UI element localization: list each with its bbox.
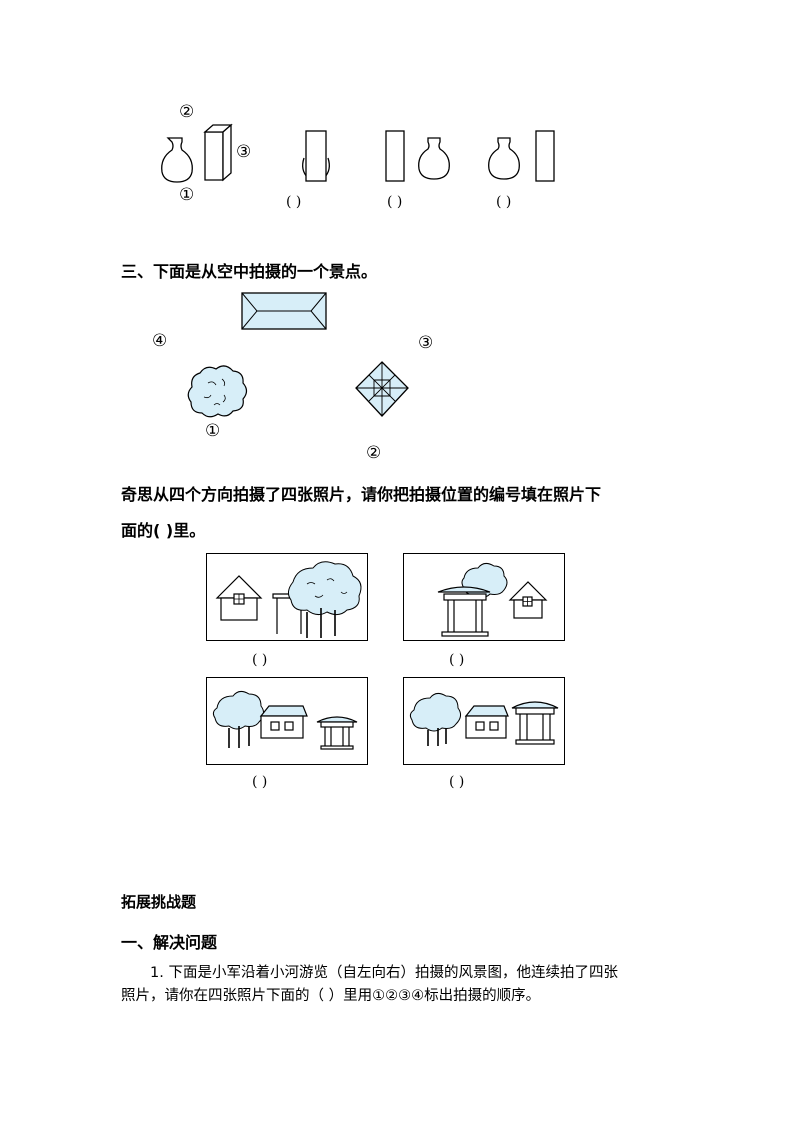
photo-2-answer[interactable]: ( ) — [449, 652, 465, 668]
map-label-4: ④ — [152, 331, 168, 351]
pavilion-icon — [511, 701, 559, 745]
house-icon — [464, 705, 509, 739]
map-label-1: ① — [205, 421, 221, 441]
house-icon — [508, 581, 548, 619]
trees-icon — [287, 561, 362, 638]
photo-1 — [206, 553, 368, 641]
house-roof-top-view — [241, 292, 327, 330]
photo-3-answer[interactable]: ( ) — [252, 774, 268, 790]
vase-and-box-layout — [161, 123, 233, 183]
trees-icon — [409, 692, 462, 746]
label-position-2: ② — [179, 102, 195, 122]
tree-top-view — [187, 365, 248, 418]
pavilion-top-view — [355, 361, 409, 417]
box-icon — [203, 123, 233, 182]
answer-blank-2[interactable]: ( ) — [387, 194, 403, 210]
section3-heading: 三、下面是从空中拍摄的一个景点。 — [121, 262, 378, 281]
house-icon — [259, 705, 308, 739]
photo-4-answer[interactable]: ( ) — [449, 774, 465, 790]
vase-icon — [161, 137, 193, 183]
pavilion-icon — [316, 716, 358, 750]
extension-subheading: 一、解决问题 — [121, 933, 218, 952]
trees-icon — [212, 690, 265, 748]
photo-4 — [403, 677, 565, 765]
instruction-line-2: 面的( )里。 — [121, 521, 206, 540]
map-label-3: ③ — [418, 333, 434, 353]
map-label-2: ② — [366, 443, 382, 463]
photo-1-answer[interactable]: ( ) — [252, 652, 268, 668]
label-position-3: ③ — [236, 142, 252, 162]
house-icon — [215, 575, 263, 621]
view-vase-box — [488, 130, 555, 182]
problem-line-2: 照片，请你在四张照片下面的（ ）里用①②③④标出拍摄的顺序。 — [121, 988, 541, 1004]
extension-title: 拓展挑战题 — [121, 893, 197, 911]
answer-blank-1[interactable]: ( ) — [286, 194, 302, 210]
problem-line-1: 1. 下面是小军沿着小河游览（自左向右）拍摄的风景图，他连续拍了四张 — [150, 965, 618, 981]
instruction-line-1: 奇思从四个方向拍摄了四张照片，请你把拍摄位置的编号填在照片下 — [121, 485, 602, 504]
photo-2 — [403, 553, 565, 641]
photo-3 — [206, 677, 368, 765]
view-box-vase — [385, 130, 450, 182]
answer-blank-3[interactable]: ( ) — [496, 194, 512, 210]
label-position-1: ① — [179, 185, 195, 205]
view-box-front — [302, 130, 330, 182]
pavilion-icon — [437, 586, 491, 637]
